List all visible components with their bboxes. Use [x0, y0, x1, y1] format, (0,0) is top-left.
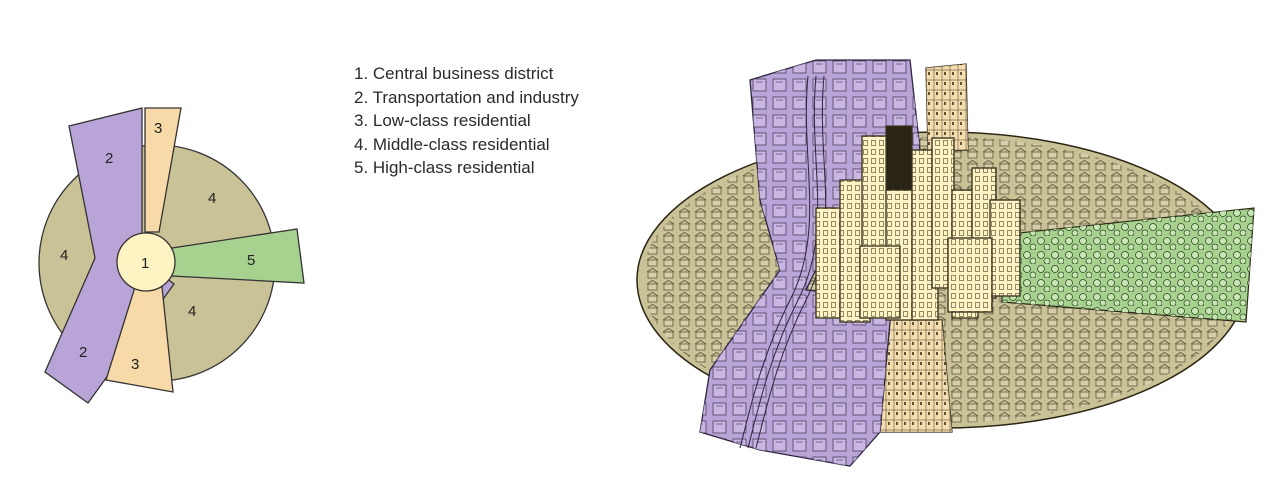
zone-transportation-sector [44, 107, 175, 404]
zone-legend: 1. Central business district 2. Transpor… [354, 62, 579, 180]
label-cbd: 1 [141, 255, 149, 272]
label-low-top: 3 [154, 120, 162, 137]
sector-model-diagram: 2 3 4 4 1 5 4 2 3 [38, 107, 305, 404]
label-middle-upper: 4 [208, 190, 216, 207]
legend-item-low-class: 3. Low-class residential [354, 111, 531, 130]
zone-cbd-circle [116, 232, 176, 292]
label-transport-bottom: 2 [79, 344, 87, 361]
legend-item-cbd: 1. Central business district [354, 64, 554, 83]
label-transport-top: 2 [105, 150, 113, 167]
label-middle-lower: 4 [188, 303, 196, 320]
legend-item-transportation: 2. Transportation and industry [354, 87, 579, 107]
legend-item-middle-class: 4. Middle-class residential [354, 134, 550, 154]
label-low-bottom: 3 [131, 356, 139, 373]
label-middle-left: 4 [60, 247, 68, 264]
legend-item-high-class: 5. High-class residential [354, 158, 535, 177]
label-high: 5 [247, 252, 255, 269]
zone-low-class-top [144, 107, 182, 233]
city-railway [739, 75, 827, 449]
city-cbd-skyline [815, 125, 1021, 323]
city-sector-illustration [636, 59, 1255, 467]
